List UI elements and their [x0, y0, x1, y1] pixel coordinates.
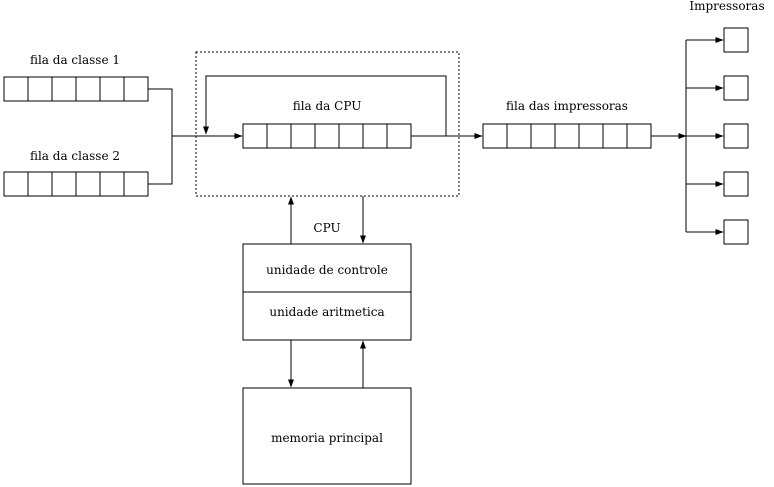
- printer-queue: [482, 123, 652, 149]
- printer-4: [723, 171, 749, 197]
- cpu-boundary: [195, 51, 460, 197]
- printer-1: [723, 27, 749, 53]
- class2-queue: [3, 171, 149, 197]
- cpu-queue: [242, 123, 412, 149]
- printer-queue-label: fila das impressoras: [506, 99, 628, 113]
- cpu-block: [242, 243, 412, 341]
- class1-queue: [3, 76, 149, 102]
- printer-3: [723, 123, 749, 149]
- class-queues-merge-lines: [148, 88, 243, 185]
- main-memory-label: memoria principal: [271, 431, 383, 445]
- arithmetic-unit-label: unidade aritmetica: [269, 305, 384, 319]
- printers-label: Impressoras: [689, 0, 764, 13]
- class1-queue-label: fila da classe 1: [30, 53, 120, 67]
- class2-queue-label: fila da classe 2: [30, 149, 120, 163]
- control-unit-label: unidade de controle: [266, 263, 388, 277]
- cpu-queue-label: fila da CPU: [293, 99, 362, 113]
- printer-2: [723, 75, 749, 101]
- printer-5: [723, 219, 749, 245]
- cpu-label: CPU: [313, 221, 340, 235]
- main-memory-block: [242, 387, 412, 485]
